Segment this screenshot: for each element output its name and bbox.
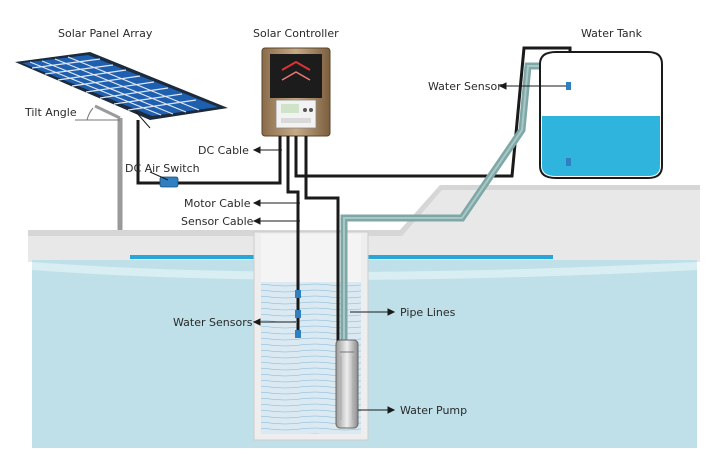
label-water-sensors: Water Sensors — [173, 316, 253, 329]
label-water-tank: Water Tank — [581, 27, 643, 40]
well-water-sensors — [295, 290, 301, 338]
solar-panel-array — [15, 52, 228, 230]
sensor-cable — [286, 136, 300, 332]
leader-lines — [135, 82, 566, 414]
label-tilt-angle: Tilt Angle — [24, 106, 77, 119]
label-dc-air-switch: DC Air Switch — [125, 162, 200, 175]
ground — [28, 185, 700, 262]
water-pump — [335, 339, 359, 429]
solar-controller — [261, 47, 331, 137]
label-motor-cable: Motor Cable — [184, 197, 251, 210]
dc-air-switch — [159, 176, 179, 188]
label-water-pump: Water Pump — [400, 404, 467, 417]
tank-water-sensor — [566, 82, 571, 90]
label-water-sensor: Water Sensor — [428, 80, 502, 93]
dc-cable — [136, 120, 282, 185]
motor-cable — [304, 136, 340, 345]
label-pipe-lines: Pipe Lines — [400, 306, 456, 319]
label-dc-cable: DC Cable — [198, 144, 249, 157]
label-sensor-cable: Sensor Cable — [181, 215, 254, 228]
water-tank — [539, 51, 663, 179]
water-surface — [32, 262, 697, 280]
label-solar-controller: Solar Controller — [253, 27, 339, 40]
label-solar-panel-array: Solar Panel Array — [58, 27, 153, 40]
